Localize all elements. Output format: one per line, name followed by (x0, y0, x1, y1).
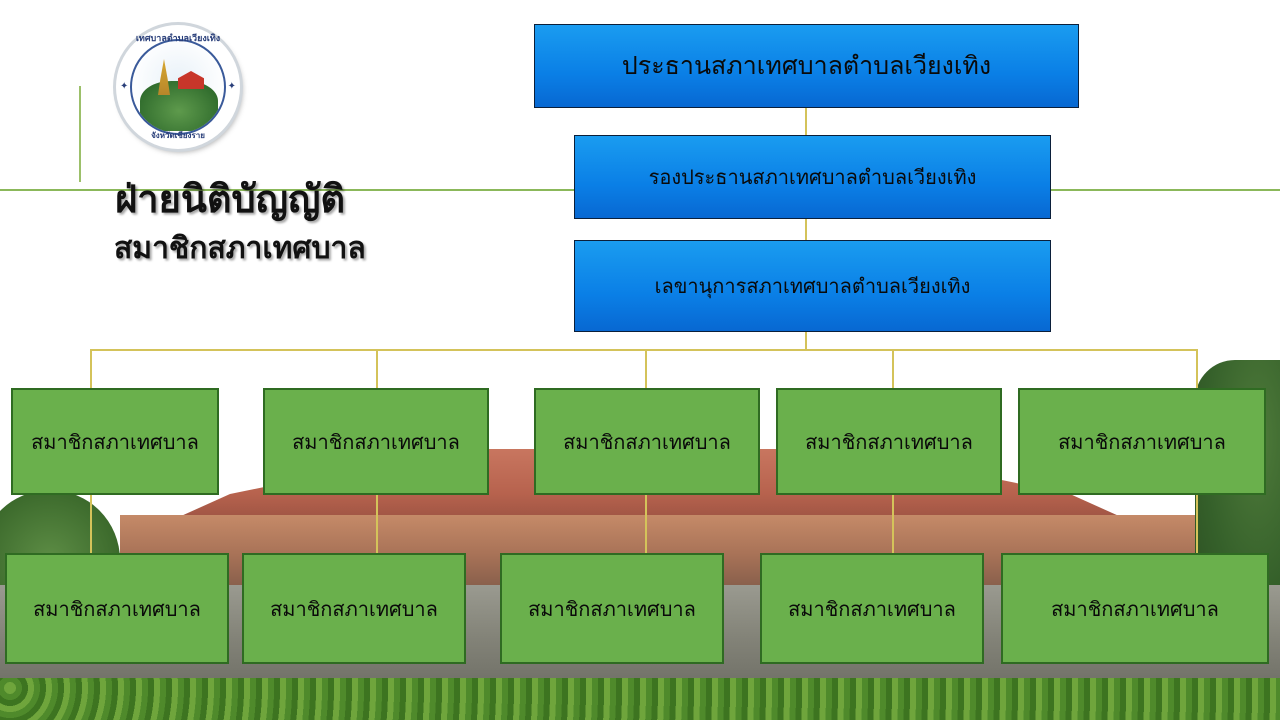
node-member-r1-2: สมาชิกสภาเทศบาล (263, 388, 489, 495)
node-member-r1-4: สมาชิกสภาเทศบาล (776, 388, 1002, 495)
node-vice-president: รองประธานสภาเทศบาลตำบลเวียงเทิง (574, 135, 1051, 219)
logo-star-left-icon: ✦ (120, 81, 129, 92)
connector-col-3 (645, 495, 647, 554)
page-title: ฝ่ายนิติบัญญัติ (115, 177, 346, 221)
node-member-r1-5: สมาชิกสภาเทศบาล (1018, 388, 1266, 495)
logo-emblem (130, 39, 226, 135)
connector-drop-4 (892, 349, 894, 389)
connector-col-4 (892, 495, 894, 554)
node-member-r2-1: สมาชิกสภาเทศบาล (5, 553, 229, 664)
connector-secretary-bus (805, 332, 807, 350)
connector-col-1 (90, 495, 92, 554)
logo-stupa-graphic (158, 59, 170, 95)
connector-col-5 (1196, 495, 1198, 554)
connector-president-vice (805, 108, 807, 135)
page-subtitle: สมาชิกสภาเทศบาล (114, 231, 366, 266)
logo-star-right-icon: ✦ (227, 81, 236, 92)
logo-house-graphic (178, 71, 204, 89)
connector-vice-secretary (805, 219, 807, 240)
connector-drop-5 (1196, 349, 1198, 389)
logo-text-bottom: จังหวัดเชียงราย (151, 131, 205, 140)
background-hedge (0, 678, 1280, 720)
node-member-r2-2: สมาชิกสภาเทศบาล (242, 553, 466, 664)
connector-drop-2 (376, 349, 378, 389)
node-member-r2-3: สมาชิกสภาเทศบาล (500, 553, 724, 664)
connector-drop-3 (645, 349, 647, 389)
logo-text-top: เทศบาลตำบลเวียงเทิง (135, 34, 221, 44)
logo-seal: เทศบาลตำบลเวียงเทิง จังหวัดเชียงราย ✦ ✦ (116, 25, 240, 149)
connector-bus (90, 349, 1198, 351)
node-member-r1-3: สมาชิกสภาเทศบาล (534, 388, 760, 495)
logo-mountain-graphic (140, 81, 218, 131)
node-member-r1-1: สมาชิกสภาเทศบาล (11, 388, 219, 495)
node-member-r2-4: สมาชิกสภาเทศบาล (760, 553, 984, 664)
node-president: ประธานสภาเทศบาลตำบลเวียงเทิง (534, 24, 1079, 108)
node-member-r2-5: สมาชิกสภาเทศบาล (1001, 553, 1269, 664)
connector-col-2 (376, 495, 378, 554)
accent-vertical-line (79, 86, 81, 182)
connector-drop-1 (90, 349, 92, 389)
node-secretary: เลขานุการสภาเทศบาลตำบลเวียงเทิง (574, 240, 1051, 332)
